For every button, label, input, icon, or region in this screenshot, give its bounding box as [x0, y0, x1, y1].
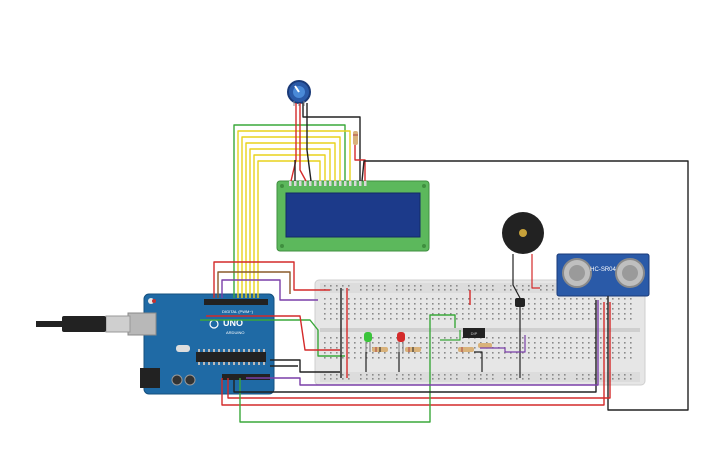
wires — [200, 103, 689, 423]
temperature-sensor[interactable] — [515, 298, 525, 307]
resistor-5[interactable] — [353, 131, 358, 145]
piezo-buzzer[interactable] — [502, 212, 544, 254]
resistor-3[interactable] — [458, 347, 474, 352]
ic-chip[interactable]: DIP — [463, 328, 485, 338]
breadboard-holes — [324, 285, 632, 380]
board-logo: UNO — [223, 318, 243, 328]
usb-cable[interactable] — [36, 315, 131, 333]
sensor-label: HC-SR04 — [590, 267, 616, 273]
board-digital-label: DIGITAL (PWM~) — [222, 309, 254, 314]
resistor-1[interactable] — [372, 347, 388, 352]
potentiometer-legs — [293, 101, 305, 106]
green-led[interactable] — [364, 332, 372, 352]
resistor-4[interactable] — [478, 343, 492, 348]
mcu-chip-pins — [198, 349, 265, 365]
red-led[interactable] — [397, 332, 405, 352]
lcd-pins — [289, 181, 367, 186]
lcd-display[interactable] — [276, 180, 430, 252]
ultrasonic-sensor[interactable]: HC-SR04 — [556, 253, 650, 297]
resistor-2[interactable] — [405, 347, 421, 352]
ic-label: DIP — [471, 331, 478, 336]
board-brand: ARDUINO — [226, 330, 244, 335]
arduino-board[interactable]: UNO ARDUINO DIGITAL (PWM~) — [127, 293, 275, 395]
potentiometer[interactable] — [287, 80, 311, 104]
